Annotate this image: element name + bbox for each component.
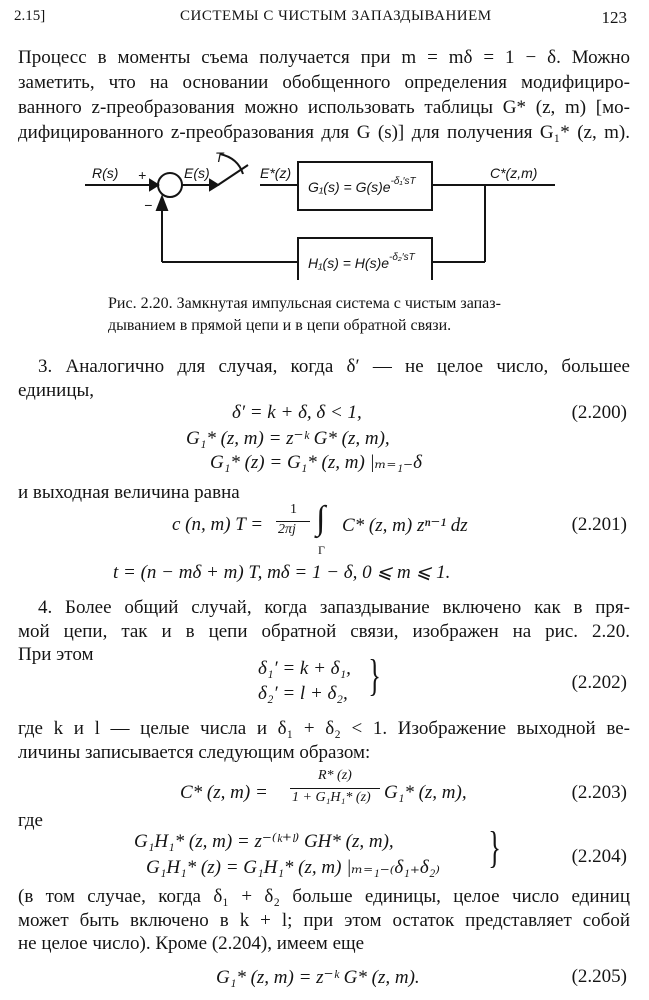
integral-sign: ∫: [316, 500, 326, 537]
paragraph-line: личины записывается следующим образом:: [18, 742, 371, 763]
feedback-block-label: H₁(s) = H(s)e-δ₂′sT: [308, 252, 416, 271]
equation-number: (2.200): [571, 402, 627, 423]
paragraph-line: единицы,: [18, 380, 95, 401]
paragraph-line: 4. Более общий случай, когда запаздывани…: [38, 597, 630, 618]
fraction-numerator: 1: [290, 502, 297, 517]
paragraph-line: мой цепи, так и в цепи обратной связи, и…: [18, 621, 630, 642]
paragraph-line: (в том случае, когда δ₁ + δ₂ больше един…: [18, 886, 630, 907]
equation-line: G₁* (z, m) = z⁻ᵏ G* (z, m),: [186, 428, 390, 449]
equation-line: t = (n − mδ + m) T, mδ = 1 − δ, 0 ⩽ m ⩽ …: [113, 562, 451, 583]
input-label: R(s): [92, 165, 118, 181]
sampled-label: E*(z): [260, 165, 291, 181]
equation-number: (2.205): [571, 966, 627, 987]
section-number: 2.15]: [14, 8, 46, 24]
fraction-denominator: 1 + G₁H₁* (z): [292, 790, 371, 805]
equation-number: (2.201): [571, 514, 627, 535]
running-title: СИСТЕМЫ С ЧИСТЫМ ЗАПАЗДЫВАНИЕМ: [180, 8, 492, 24]
fraction-numerator: R* (z): [318, 768, 352, 783]
paragraph-line: не целое число). Кроме (2.204), имеем ещ…: [18, 933, 365, 954]
output-label: C*(z,m): [490, 165, 537, 181]
page-number: 123: [601, 8, 628, 27]
equation-lhs: C* (z, m) =: [180, 782, 268, 803]
equation-line: δ′ = k + δ, δ < 1,: [232, 402, 362, 423]
equation-line: G₁* (z, m) = z⁻ᵏ G* (z, m).: [216, 967, 420, 988]
paragraph-line: дифицированного z-преобразования для G (…: [18, 122, 630, 143]
paragraph-line: ванного z-преобразования можно использов…: [18, 97, 630, 118]
equation-line: G₁H₁* (z) = G₁H₁* (z, m) |ₘ₌₁₋₍δ₁₊δ₂₎: [146, 857, 440, 878]
equation-line: G₁H₁* (z, m) = z⁻⁽ᵏ⁺ˡ⁾ GH* (z, m),: [134, 831, 394, 852]
equation-number: (2.202): [571, 672, 627, 693]
equation-line: δ₂′ = l + δ₂,: [258, 683, 348, 704]
contour-label: Γ: [318, 543, 325, 557]
error-label: E(s): [184, 165, 210, 181]
fraction-denominator: 2πj: [278, 522, 296, 537]
forward-block-label: G₁(s) = G(s)e-δ₁′sT: [308, 176, 417, 195]
figure-caption: дыванием в прямой цепи и в цепи обратной…: [108, 317, 452, 334]
sampler-label: T: [215, 150, 225, 165]
plus-sign: +: [138, 167, 146, 183]
paragraph-line: где: [18, 810, 43, 831]
equation-line: δ₁′ = k + δ₁,: [258, 658, 351, 679]
paragraph-line: может быть включено в k + l; при этом ос…: [18, 910, 630, 931]
paragraph-line: где k и l — целые числа и δ₁ + δ₂ < 1. И…: [18, 718, 630, 739]
paragraph-line: заметить, что на основании обобщенного о…: [18, 72, 630, 93]
paragraph-line: Процесс в моменты съема получается при m…: [18, 47, 630, 68]
equation-rhs: C* (z, m) zⁿ⁻¹ dz: [342, 515, 468, 536]
block-diagram: R(s) + − E(s) T E*(z) G₁(s) = G(s)e-δ₁′s…: [85, 150, 555, 280]
equation-rhs: G₁* (z, m),: [384, 782, 467, 803]
minus-sign: −: [144, 197, 152, 213]
figure-caption: Рис. 2.20. Замкнутая импульсная система …: [108, 295, 501, 312]
equation-line: G₁* (z) = G₁* (z, m) |ₘ₌₁₋δ: [210, 452, 422, 473]
paragraph-line: 3. Аналогично для случая, когда δ′ — не …: [38, 356, 630, 377]
equation-number: (2.204): [571, 846, 627, 867]
paragraph-line: и выходная величина равна: [18, 482, 240, 503]
equation-number: (2.203): [571, 782, 627, 803]
equation-lhs: c (n, m) T =: [172, 514, 264, 535]
paragraph-line: При этом: [18, 644, 94, 665]
